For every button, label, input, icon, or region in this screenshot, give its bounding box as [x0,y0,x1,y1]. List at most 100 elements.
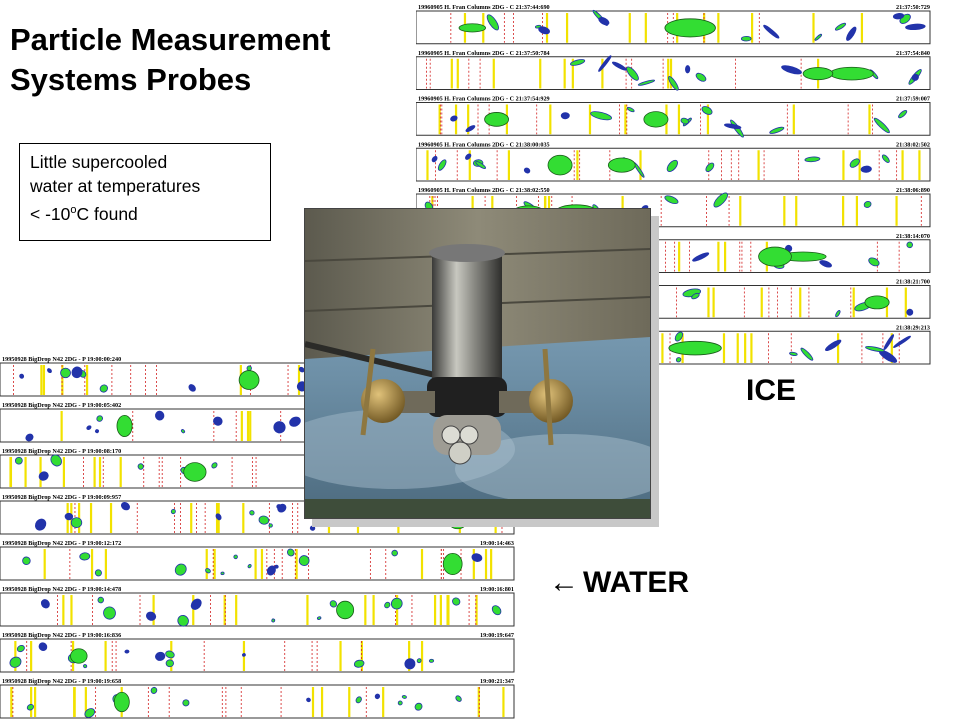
probe-photo-illustration [305,209,650,518]
particle-image [9,656,22,668]
particle-image [404,658,416,670]
strip-right-label: 21:38:02:502 [896,141,930,148]
image-strip: 19950928 BigDrop N42 2DG - P 19:00:14:47… [0,586,515,627]
particle-image [94,569,102,577]
particle-image [789,351,798,356]
particle-image [804,156,821,163]
particle-image [598,16,610,26]
particle-image [353,659,365,668]
particle-image [242,653,246,657]
particle-image [274,564,279,569]
probe-tip-left [361,379,405,423]
large-particle-image [116,414,133,438]
particle-image [390,597,403,610]
particle-image [83,664,88,669]
particle-image [675,357,682,363]
particle-image [416,658,422,664]
particle-image [740,35,752,42]
strip-left-label: 19950928 BigDrop N42 2DG - P 19:00:12:17… [2,540,121,547]
particle-image [486,14,499,31]
particle-image [391,549,398,557]
note-degree-sup: o [70,204,77,216]
large-particle-image [547,154,573,176]
particle-image [95,429,99,434]
strip-left-label: 19950928 BigDrop N42 2DG - P 19:00:09:95… [2,494,121,501]
particle-image [905,23,926,31]
particle-image [431,155,438,163]
particle-image [273,421,286,434]
particle-image [666,159,678,172]
particle-image [863,200,872,208]
particle-image [211,462,218,469]
particle-image [306,697,311,703]
particle-image [763,24,780,39]
particle-image [626,106,635,113]
probe-canister [432,249,502,384]
particle-image [26,704,34,711]
particle-image [814,33,823,41]
large-particle-image [758,246,792,267]
particle-image [99,384,108,393]
particle-image [22,556,31,566]
image-strip: 19960905 H. Fran Columns 2DG - C 21:37:4… [416,4,931,45]
particle-image [64,512,74,521]
particle-image [165,650,175,659]
particle-image [674,331,684,342]
strip-left-label: 19950928 BigDrop N42 2DG - P 19:00:00:24… [2,356,121,363]
large-particle-image [336,600,355,620]
probe-sensor [448,441,472,465]
particle-image [174,563,187,576]
particle-image [258,515,270,525]
particle-image [145,611,157,621]
large-particle-image [238,370,260,390]
large-particle-image [458,23,487,33]
water-label: WATER [583,566,690,599]
note-line-2: water at temperatures [30,176,201,196]
particle-image [523,167,531,174]
strip-frame [0,684,515,719]
particle-image [401,694,407,699]
strip-left-label: 19960905 H. Fran Columns 2DG - C 21:37:5… [418,96,550,103]
particle-image [266,565,276,576]
slide-title: Particle Measurement Systems Probes [10,20,400,100]
particle-image [465,125,476,133]
large-particle-image [70,648,88,664]
particle-image [137,463,144,470]
left-arrow-icon: ← [549,566,579,599]
particle-image [611,61,627,71]
particle-image [892,12,905,20]
particle-image [177,614,189,627]
particle-image [34,518,47,531]
particle-image [452,597,461,606]
strip-left-label: 19950928 BigDrop N42 2DG - P 19:00:16:83… [2,632,121,639]
particle-image [883,334,895,351]
particle-image [329,600,338,608]
note-box: Little supercooled water at temperatures… [19,143,271,241]
particle-image [71,366,83,379]
particle-image [86,425,92,430]
particle-image [79,552,91,561]
particle-image [188,384,196,392]
strip-left-label: 19950928 BigDrop N42 2DG - P 19:00:08:17… [2,448,121,455]
particle-image [397,700,403,706]
strip-frame [0,546,515,581]
particle-image [835,310,841,318]
particle-image [298,555,310,567]
particle-image [170,508,176,515]
strip-right-label: 21:38:14:070 [896,233,930,240]
strip-left-label: 19960905 H. Fran Columns 2DG - C 21:38:0… [418,141,550,148]
particle-image [475,161,486,169]
large-particle-image [484,112,509,127]
particle-image [374,693,381,700]
particle-image [713,192,728,208]
particle-image [834,22,847,31]
particle-image [865,346,885,352]
particle-image [276,504,282,510]
particle-image [316,616,322,620]
particle-image [598,55,612,72]
particle-image [906,308,914,316]
probe-sensor [459,425,479,445]
particle-image [680,117,690,125]
particle-image [450,115,458,122]
particle-image [271,618,276,623]
